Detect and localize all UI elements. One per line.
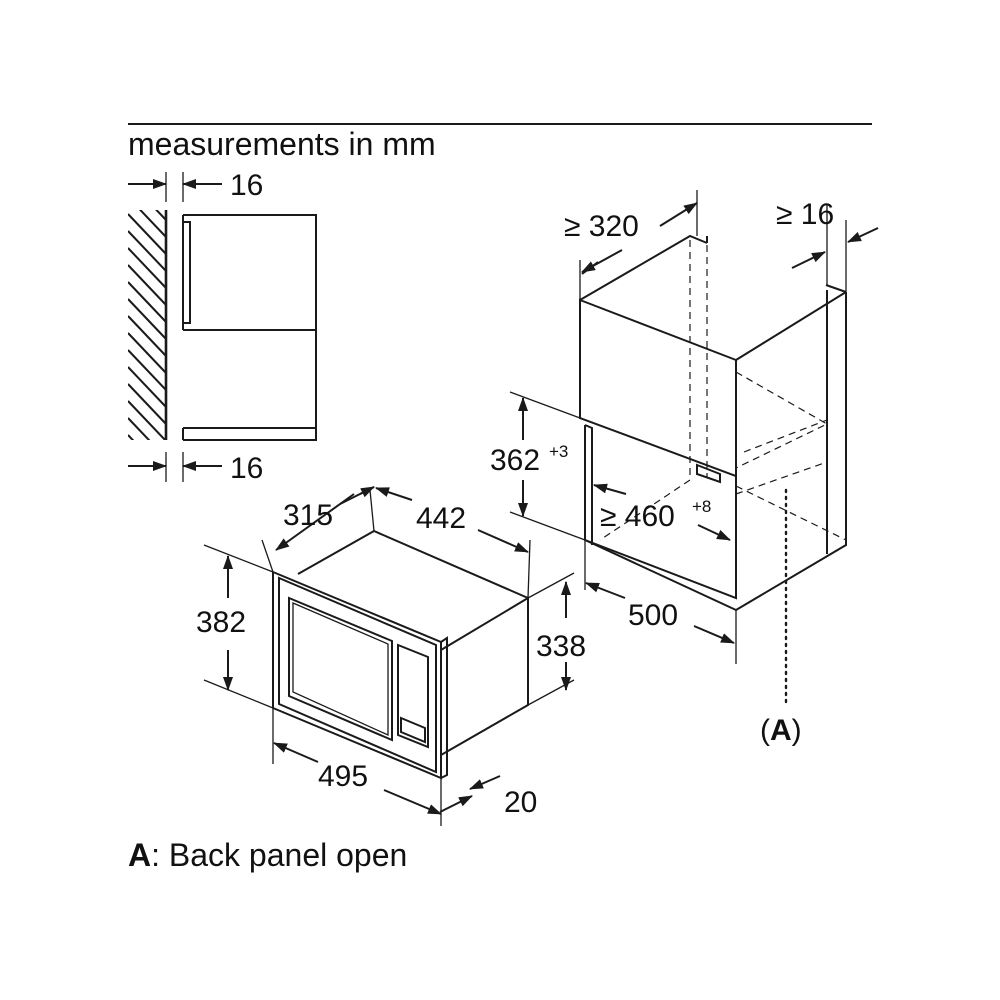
dim-opening-width: ≥ 460	[600, 500, 675, 533]
legend-note: A: Back panel open	[128, 837, 407, 873]
dim-front-width: 495	[318, 760, 368, 793]
dim-depth: 315	[283, 499, 333, 532]
installation-cabinet	[579, 234, 847, 611]
hatch-line	[128, 230, 166, 272]
hatch-line	[128, 434, 135, 440]
dim-body-height: 338	[536, 630, 586, 663]
hatch-line	[128, 281, 166, 323]
hatch-line	[128, 298, 166, 340]
hatch-line	[155, 210, 166, 221]
hatch-line	[128, 400, 166, 440]
hatch-line	[128, 332, 166, 374]
dim-opening-height-tolerance: +3	[549, 442, 568, 461]
hatch-line	[128, 315, 166, 357]
dim-opening-width-tolerance: +8	[692, 497, 711, 516]
hatch-line	[128, 264, 166, 306]
dim-opening-height: 362	[490, 444, 540, 477]
dim-width: 442	[416, 502, 466, 535]
hatch-line	[138, 210, 166, 238]
wall-hatching	[128, 210, 166, 509]
hatch-line	[128, 213, 166, 255]
page-title: measurements in mm	[128, 126, 436, 162]
microwave-appliance	[272, 529, 529, 780]
hatch-line	[128, 417, 151, 440]
dim-cabinet-depth: ≥ 320	[564, 210, 639, 243]
dim-cabinet-width: 500	[628, 599, 678, 632]
dim-wall-gap-top: 16	[230, 169, 263, 202]
hatch-line	[128, 247, 166, 289]
wall-side-view: 16 16	[128, 169, 317, 509]
dim-cabinet-side: ≥ 16	[776, 198, 834, 231]
hatch-line	[128, 452, 166, 492]
hatch-line	[128, 383, 166, 425]
hatch-line	[128, 366, 166, 408]
hatch-line	[128, 469, 166, 509]
hatch-line	[128, 349, 166, 391]
dim-wall-gap-bottom: 16	[230, 452, 263, 485]
dim-front-depth: 20	[504, 786, 537, 819]
back-panel-label: (A)	[760, 714, 802, 747]
dim-height: 382	[196, 606, 246, 639]
